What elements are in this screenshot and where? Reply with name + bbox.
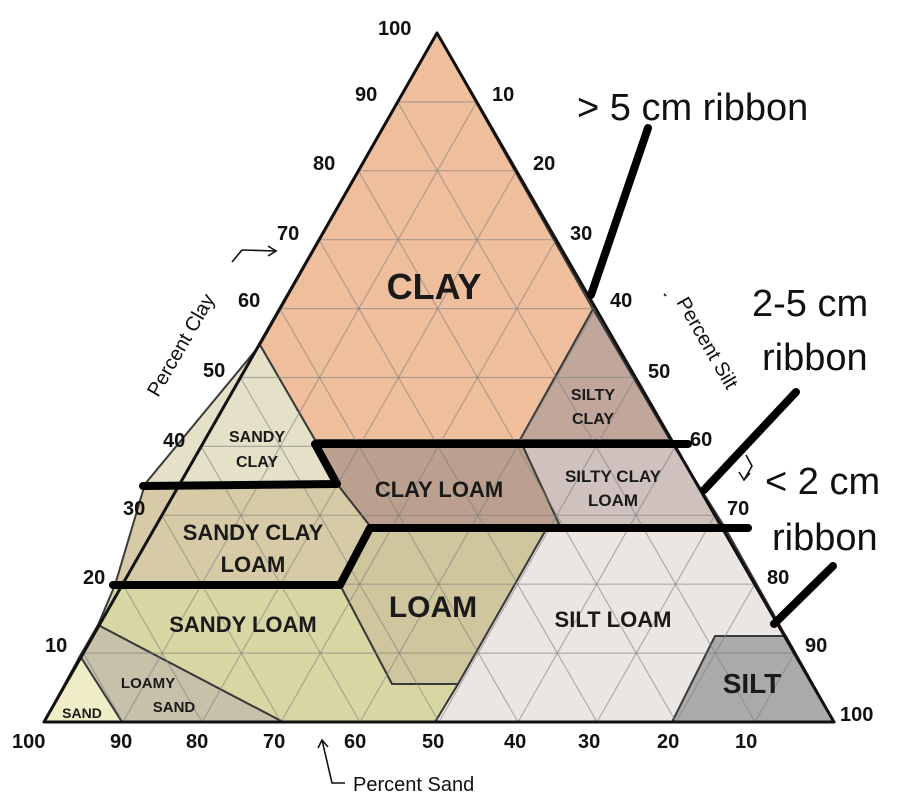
grid-line (397, 101, 756, 723)
pointer-mid-ribbon (700, 388, 800, 494)
label-clay-loam: CLAY LOAM (375, 477, 503, 502)
triangle-grid (82, 101, 795, 723)
clay-tick: 90 (355, 84, 377, 106)
sand-tick: 60 (344, 731, 366, 753)
clay-tick: 20 (83, 567, 105, 589)
region-clay (258, 30, 595, 441)
silt-axis-ticks: 10 20 30 40 50 60 70 80 90 100 (492, 84, 873, 726)
sand-tick: 100 (12, 731, 45, 753)
sand-tick: 30 (578, 731, 600, 753)
annotation-short-ribbon-line1: < 2 cm (765, 461, 880, 503)
clay-tick: 40 (163, 430, 185, 452)
pointer-long-ribbon (587, 124, 652, 299)
ribbon-annotations: > 5 cm ribbon 2-5 cm ribbon < 2 cm ribbo… (577, 87, 880, 559)
silt-tick: 80 (767, 567, 789, 589)
silt-tick: 100 (840, 704, 873, 726)
grid-line (318, 239, 598, 723)
label-loamy-sand-line1: LOAMY (121, 675, 175, 692)
triangle-outline (42, 31, 836, 724)
ribbon-line-upper (139, 440, 692, 490)
label-silt: SILT (723, 668, 782, 699)
label-clay: CLAY (387, 266, 482, 307)
silt-axis-arrowhead (738, 471, 751, 482)
silt-axis-arrow (663, 293, 667, 297)
grid-line (161, 515, 282, 723)
silt-tick: 90 (805, 635, 827, 657)
label-sandy-clay-loam-line1: SANDY CLAY (183, 520, 324, 545)
sand-tick: 50 (422, 731, 444, 753)
label-sandy-clay-line2: CLAY (236, 454, 278, 471)
region-labels: CLAY SILTY CLAY SANDY CLAY CLAY LOAM SIL… (62, 266, 781, 721)
label-silty-clay-loam-line2: LOAM (588, 491, 638, 510)
sand-tick: 80 (186, 731, 208, 753)
label-silty-clay-line1: SILTY (571, 387, 615, 404)
silt-tick: 70 (727, 498, 749, 520)
silt-axis-arrow-lower (743, 454, 753, 481)
label-silty-clay-line2: CLAY (572, 411, 614, 428)
ribbon-line-lower (109, 524, 752, 589)
annotation-short-ribbon-line2: ribbon (772, 517, 878, 559)
clay-tick: 60 (238, 290, 260, 312)
clay-axis-arrowhead (267, 245, 278, 257)
clay-axis-title: Percent Clay (143, 290, 219, 400)
grid-line (82, 652, 124, 723)
annotation-long-ribbon: > 5 cm ribbon (577, 87, 808, 129)
grid-line (239, 377, 440, 723)
sand-axis-title: Percent Sand (353, 774, 474, 796)
silt-axis-title: Percent Silt (672, 294, 742, 394)
sand-tick: 90 (110, 731, 132, 753)
silt-tick: 40 (610, 290, 632, 312)
label-loamy-sand-line2: SAND (153, 699, 196, 716)
silt-tick: 10 (492, 84, 514, 106)
label-sandy-clay-line1: SANDY (229, 429, 285, 446)
clay-tick: 10 (45, 635, 67, 657)
sand-tick: 10 (735, 731, 757, 753)
sand-tick: 40 (504, 731, 526, 753)
sand-tick: 20 (657, 731, 679, 753)
annotation-mid-ribbon-line1: 2-5 cm (752, 283, 868, 325)
label-loam: LOAM (389, 591, 477, 624)
ribbon-boundaries (109, 124, 837, 628)
label-sandy-loam: SANDY LOAM (169, 612, 317, 637)
silt-tick: 30 (570, 223, 592, 245)
sand-tick: 70 (263, 731, 285, 753)
grid-line (122, 101, 478, 723)
clay-tick: 70 (277, 223, 299, 245)
clay-axis-ticks: 100 90 80 70 60 50 40 30 20 10 (45, 18, 411, 657)
grid-line (280, 239, 557, 723)
label-silt-loam: SILT LOAM (555, 607, 672, 632)
label-silty-clay-loam-line1: SILTY CLAY (565, 467, 662, 486)
clay-tick: 50 (203, 360, 225, 382)
label-sand: SAND (62, 705, 102, 721)
sand-axis-ticks: 100 90 80 70 60 50 40 30 20 10 (12, 731, 757, 753)
pointer-short-ribbon (770, 562, 837, 628)
grid-line (438, 377, 637, 723)
sand-axis-arrow (321, 739, 345, 784)
grid-line (596, 515, 716, 723)
annotation-mid-ribbon-line2: ribbon (762, 337, 868, 379)
clay-tick: 80 (313, 153, 335, 175)
clay-tick: 100 (378, 18, 411, 40)
clay-tick: 30 (123, 498, 145, 520)
silt-tick: 50 (648, 361, 670, 383)
silt-tick: 20 (533, 153, 555, 175)
label-sandy-clay-loam-line2: LOAM (221, 552, 286, 577)
sand-axis-arrowhead (317, 738, 329, 749)
silt-tick: 60 (690, 429, 712, 451)
grid-line (754, 652, 795, 723)
clay-axis-arrow (231, 249, 277, 263)
